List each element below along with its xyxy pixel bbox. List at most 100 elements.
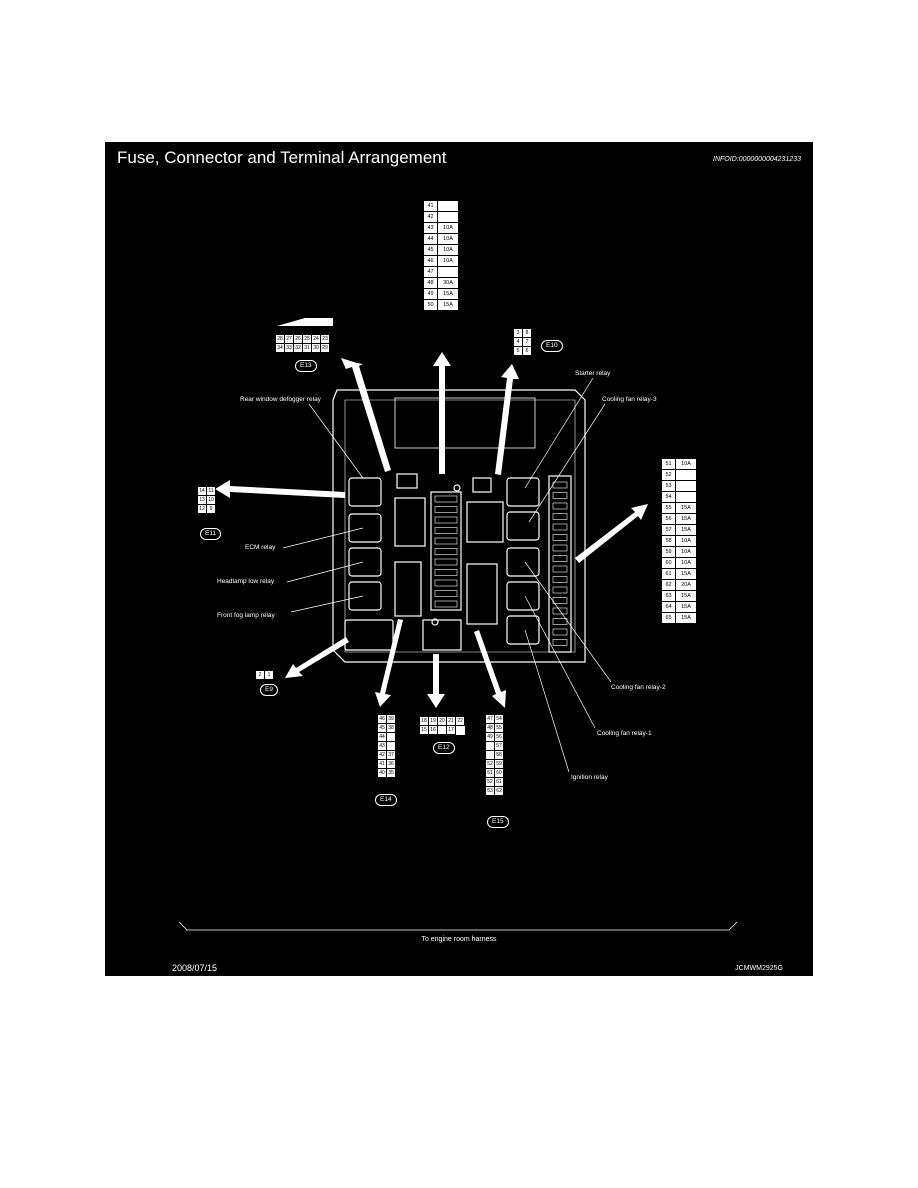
- fuse-number: 43: [423, 222, 438, 234]
- terminal-pin: 4: [513, 337, 523, 347]
- terminal-pin: 48: [485, 723, 495, 733]
- terminal-pin: 30: [311, 343, 321, 353]
- terminal-pin: 57: [494, 741, 504, 751]
- terminal-pin: 10: [206, 495, 216, 505]
- terminal-pin: 25: [302, 334, 312, 344]
- terminal-pin: 19: [428, 716, 438, 726]
- fuse-slot: [552, 513, 568, 520]
- fuse-amperage: 15A: [675, 590, 697, 602]
- arrow-e9: [285, 637, 349, 678]
- terminal-pin: 43: [377, 741, 387, 751]
- fuse-row: 42: [423, 211, 459, 223]
- terminal-pin: 39: [386, 714, 396, 724]
- fuse-slot: [434, 516, 458, 524]
- fuse-slot: [552, 481, 568, 489]
- terminal-pin: 33: [284, 343, 294, 353]
- terminal-pin: 15: [419, 725, 429, 735]
- terminal-pin: 53: [485, 786, 495, 796]
- terminal-pin: [386, 732, 396, 742]
- terminal-pin: 45: [377, 723, 387, 733]
- terminal-pin: 35: [386, 768, 396, 778]
- fuse-slot: [434, 590, 458, 597]
- fuse-number: 60: [661, 557, 676, 569]
- fuse-slot: [552, 492, 568, 499]
- terminal-pin: 38: [386, 723, 396, 733]
- fuse-amperage: 10A: [437, 233, 459, 245]
- fuse-slot: [552, 534, 568, 541]
- figure-code: JCMWM2925G: [735, 965, 783, 972]
- fuse-amperage: 15A: [675, 601, 697, 613]
- fuse-amperage: 10A: [437, 255, 459, 267]
- fuse-amperage: 10A: [675, 535, 697, 547]
- fuse-slot: [434, 495, 458, 503]
- terminal-pin: 23: [320, 334, 330, 344]
- terminal-pin: 46: [377, 714, 387, 724]
- fuse-number: 53: [661, 480, 676, 492]
- connector-e9-tag: E9: [260, 684, 278, 696]
- terminal-pin: 62: [494, 786, 504, 796]
- terminal-pin: 20: [437, 716, 447, 726]
- terminal-pin: 36: [386, 759, 396, 769]
- fuse-number: 46: [423, 255, 438, 267]
- fuse-amperage: 10A: [675, 546, 697, 558]
- fuse-slot: [434, 600, 458, 608]
- fuse-number: 50: [423, 299, 438, 311]
- fuse-amperage: 15A: [675, 524, 697, 536]
- fuse-slot: [552, 639, 568, 646]
- connector-e10-tag: E10: [541, 340, 563, 352]
- fuse-number: 47: [423, 266, 438, 278]
- fuse-number: 52: [661, 469, 676, 481]
- arrow-e14: [375, 619, 403, 707]
- fuse-box-outline: [332, 389, 586, 663]
- terminal-pin: 58: [494, 750, 504, 760]
- terminal-pin: [437, 725, 447, 735]
- terminal-pin: 16: [428, 725, 438, 735]
- fuse-slot: [552, 618, 568, 625]
- fuse-number: 61: [661, 568, 676, 580]
- terminal-pin: [485, 750, 495, 760]
- terminal-pin: 54: [494, 714, 504, 724]
- terminal-pin: 40: [377, 768, 387, 778]
- arrow-top-fuses: [433, 352, 451, 474]
- arrow-e11: [215, 480, 345, 498]
- fuse-number: 49: [423, 288, 438, 300]
- terminal-pin: 42: [377, 750, 387, 760]
- arrow-e10: [495, 364, 519, 475]
- fuse-amperage: [437, 266, 459, 278]
- label-cooling-fan-3-relay: Cooling fan relay-3: [602, 396, 657, 403]
- fuse-amperage: 10A: [675, 458, 697, 470]
- label-rear-defogger-relay: Rear window defogger relay: [240, 396, 321, 403]
- fuse-slot: [552, 523, 568, 531]
- fuse-amperage: [437, 211, 459, 223]
- fuse-number: 57: [661, 524, 676, 536]
- fuse-number: 42: [423, 211, 438, 223]
- fuse-slot: [552, 607, 568, 615]
- connector-e15-tag: E15: [487, 816, 509, 828]
- terminal-pin: 51: [485, 768, 495, 778]
- harness-label: To engine room harness: [421, 936, 497, 943]
- terminal-pin: 49: [485, 732, 495, 742]
- terminal-pin: 9: [206, 504, 216, 514]
- label-cooling-fan-1-relay: Cooling fan relay-1: [597, 730, 652, 737]
- terminal-pin: 56: [494, 732, 504, 742]
